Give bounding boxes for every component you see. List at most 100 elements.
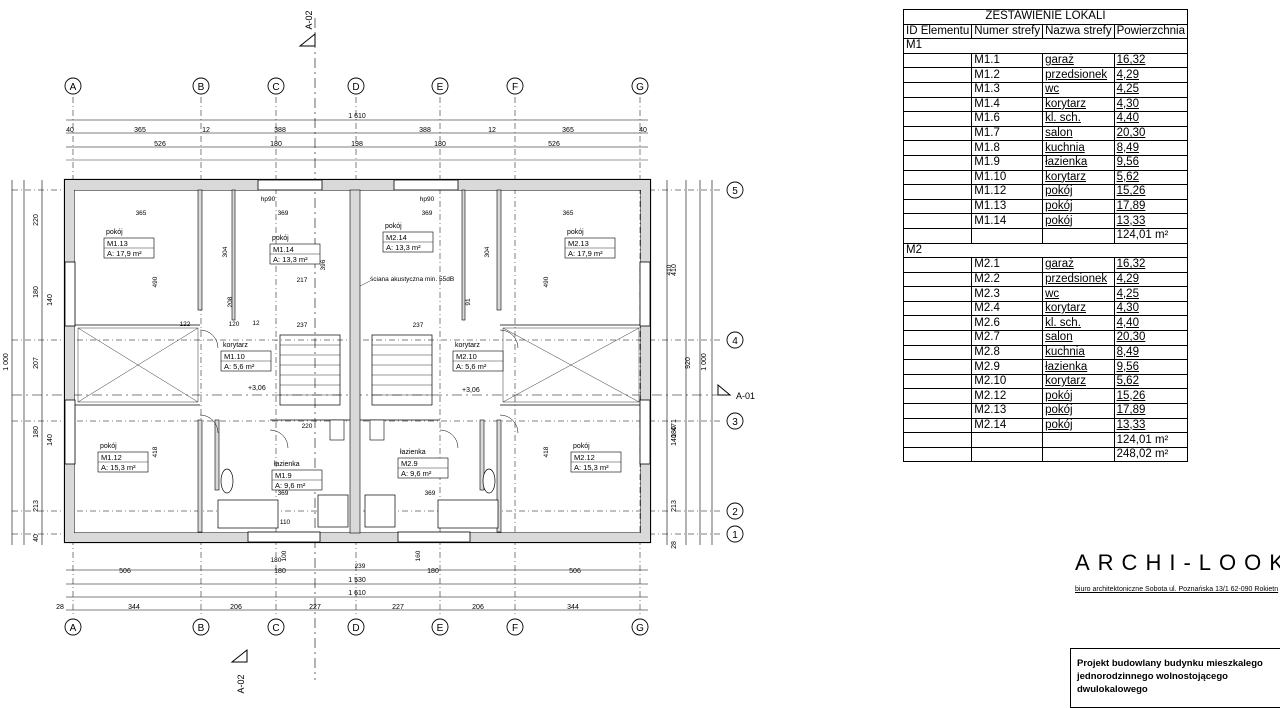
zone-number: M1.14 bbox=[971, 213, 1044, 229]
axis-bubble-E bbox=[431, 618, 449, 636]
zone-number: M2.2 bbox=[971, 271, 1044, 288]
table-cell bbox=[902, 315, 973, 332]
zone-area: 4,30 bbox=[1113, 300, 1188, 317]
room-id: M1.9 bbox=[275, 471, 292, 480]
dimension-text: 506 bbox=[119, 568, 131, 575]
table-cell bbox=[902, 359, 973, 375]
leader-line bbox=[359, 280, 371, 287]
zone-name: przedsionek bbox=[1042, 67, 1115, 83]
group-subtotal: 124,01 m² bbox=[1113, 432, 1188, 448]
zone-area: 4,40 bbox=[1113, 315, 1188, 332]
dimension-text: 40 bbox=[639, 127, 647, 134]
window bbox=[257, 179, 323, 191]
dimension-text: 12 bbox=[252, 320, 260, 327]
zone-area: 16,32 bbox=[1113, 52, 1188, 69]
dimension-text: 227 bbox=[309, 604, 321, 611]
room-area: A: 15,3 m² bbox=[574, 463, 609, 472]
dimension-text: 180 bbox=[427, 568, 439, 575]
zone-area: 15,26 bbox=[1113, 388, 1188, 405]
table-header-cell: Powierzchnia bbox=[1113, 23, 1188, 40]
table-cell bbox=[902, 300, 973, 317]
window bbox=[64, 399, 76, 465]
room-area: A: 13,3 m² bbox=[386, 243, 421, 252]
zone-name: pokój bbox=[1042, 403, 1115, 419]
zone-number: M1.12 bbox=[971, 184, 1044, 200]
staircase bbox=[279, 334, 341, 406]
table-cell bbox=[971, 227, 1044, 244]
zone-number: M2.14 bbox=[971, 417, 1044, 434]
room-area: A: 17,9 m² bbox=[568, 249, 603, 258]
axis-bubble-C bbox=[267, 77, 285, 95]
zone-name: przedsionek bbox=[1042, 271, 1115, 288]
subtotal-row: 124,01 m² bbox=[902, 227, 1188, 244]
bathtub bbox=[437, 499, 499, 529]
axis-label-5: 5 bbox=[732, 186, 738, 197]
dimension-text: 198 bbox=[351, 141, 363, 148]
level-mark: +3,06 bbox=[462, 387, 480, 394]
toilet bbox=[482, 468, 496, 494]
room-id: M1.14 bbox=[273, 245, 294, 254]
dimension-text: 12 bbox=[488, 127, 496, 134]
table-cell bbox=[902, 373, 973, 390]
zone-name: korytarz bbox=[1042, 373, 1115, 390]
dimension-text: 365 bbox=[563, 210, 574, 217]
zone-area: 4,25 bbox=[1113, 286, 1188, 302]
zone-name: kuchnia bbox=[1042, 140, 1115, 156]
room-id: M2.14 bbox=[386, 233, 407, 242]
zone-area: 17,89 bbox=[1113, 198, 1188, 215]
group-subtotal: 124,01 m² bbox=[1113, 227, 1188, 244]
level-mark: +3,06 bbox=[248, 385, 266, 392]
dimension-text: 237 bbox=[297, 322, 308, 329]
axis-label-F: F bbox=[512, 623, 518, 634]
dimension-text: 304 bbox=[484, 246, 491, 257]
dimension-text: 140 bbox=[671, 434, 678, 446]
dimension-text: 213 bbox=[671, 500, 678, 512]
partition-wall bbox=[461, 189, 466, 321]
dimension-text: 410 bbox=[666, 264, 673, 275]
zone-number: M1.13 bbox=[971, 198, 1044, 215]
dimension-text: 140 bbox=[47, 434, 54, 446]
section-label-bottom: A-02 bbox=[236, 674, 246, 693]
dimension-text: 369 bbox=[422, 210, 433, 217]
partition-wall bbox=[214, 419, 220, 491]
dimension-text: 471 bbox=[671, 419, 678, 431]
grand-total: 248,02 m² bbox=[1113, 446, 1188, 463]
dimension-text: 217 bbox=[297, 277, 308, 284]
dimension-text: 396 bbox=[320, 259, 327, 270]
table-header-cell: ID Elementu bbox=[902, 23, 973, 40]
room-name: łazienka bbox=[274, 461, 300, 468]
zone-name: kl. sch. bbox=[1042, 315, 1115, 332]
room-id: M2.10 bbox=[456, 352, 477, 361]
axis-label-C: C bbox=[272, 82, 279, 93]
room-name: pokój bbox=[567, 229, 584, 236]
dimension-text: 206 bbox=[230, 604, 242, 611]
dimension-text: 40 bbox=[66, 127, 74, 134]
axis-bubble-E bbox=[431, 77, 449, 95]
dimension-text: 1 000 bbox=[3, 353, 10, 371]
dimension-text: 180 bbox=[434, 141, 446, 148]
dimension-text: 369 bbox=[425, 490, 436, 497]
table-cell bbox=[902, 227, 973, 244]
room-area: A: 15,3 m² bbox=[101, 463, 136, 472]
title-line-1: Projekt budowlany budynku mieszkalego bbox=[1077, 658, 1263, 669]
zone-name: pokój bbox=[1042, 198, 1115, 215]
axis-bubble-3 bbox=[726, 412, 744, 430]
zone-name: wc bbox=[1042, 286, 1115, 302]
zone-name: korytarz bbox=[1042, 96, 1115, 113]
title-block: Projekt budowlany budynku mieszkalego je… bbox=[1070, 648, 1280, 708]
table-cell bbox=[902, 388, 973, 405]
dimension-text: 180 bbox=[33, 286, 40, 298]
dimension-text: 490 bbox=[543, 276, 550, 287]
zone-name: salon bbox=[1042, 330, 1115, 346]
dimension-text: 365 bbox=[562, 127, 574, 134]
room-id: M1.10 bbox=[224, 352, 245, 361]
